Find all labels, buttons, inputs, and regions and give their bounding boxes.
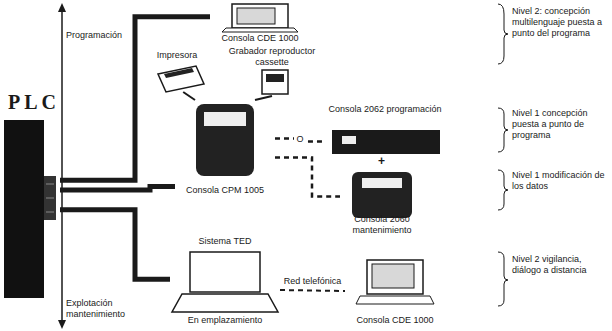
console-device	[196, 104, 254, 176]
axis-arrow	[58, 320, 66, 329]
cable	[275, 158, 340, 197]
bracket	[498, 108, 508, 152]
axis-label: Programación	[66, 30, 146, 41]
cable	[280, 290, 345, 291]
keyboard	[222, 28, 298, 32]
monitor-screen	[237, 8, 275, 24]
console-key	[342, 136, 356, 144]
console-device	[352, 172, 412, 218]
plc-connector-pin	[46, 184, 54, 185]
plc: P L C	[4, 90, 60, 300]
laptop-keyboard	[172, 294, 278, 312]
console-node: Consola CDE 1000	[210, 2, 310, 44]
laptop-screen	[190, 252, 260, 292]
bracket	[498, 252, 508, 306]
console-node: Consola 2062 programación	[325, 104, 445, 156]
cable	[255, 96, 272, 100]
level-note: Nivel 1 modificación de los datos	[512, 170, 608, 192]
printer-node: Impresora	[146, 50, 208, 92]
console-device	[332, 130, 440, 154]
printer-slot	[164, 68, 194, 78]
console-node: Consola CDE 1000	[345, 256, 445, 326]
laptop-node: Sistema TED En emplazamiento	[170, 236, 280, 326]
node-label: Consola CPM 1005	[186, 185, 264, 196]
cable	[60, 17, 210, 181]
monitor	[367, 260, 423, 294]
node-label: P L C	[8, 90, 56, 114]
node-label: Consola CDE 1000	[356, 315, 433, 326]
node-label: En emplazamiento	[188, 315, 263, 326]
cable	[60, 210, 170, 280]
axis-line	[61, 10, 63, 322]
level-note: Nivel 2 vigilancia, diálogo a distancia	[512, 254, 608, 276]
axis-label: Explotación mantenimiento	[66, 298, 136, 320]
bracket	[498, 4, 508, 64]
operator-sign: +	[378, 156, 392, 167]
plc-connector	[44, 176, 56, 220]
keyboard	[356, 296, 434, 304]
console-node: Consola CPM 1005	[175, 100, 275, 196]
plc-body	[4, 120, 44, 298]
plc-connector-pin	[46, 198, 54, 199]
node-label: Consola 2060 mantenimiento	[340, 214, 424, 236]
console-node: Consola 2060 mantenimiento	[340, 170, 424, 236]
edge-label: Red telefónica	[282, 276, 344, 287]
node-label: Sistema TED	[199, 236, 252, 247]
recorder-node: Grabador reproductor cassette	[212, 46, 332, 96]
printer	[158, 66, 204, 92]
level-note: Nivel 1 concepción puesta a punto de pro…	[512, 108, 608, 141]
cassette-recorder	[262, 70, 288, 94]
node-label: Grabador reproductor cassette	[212, 46, 332, 68]
console-panel	[362, 178, 402, 188]
cassette-slot	[266, 74, 284, 82]
monitor-screen	[372, 264, 414, 288]
node-label: Consola CDE 1000	[221, 33, 298, 44]
axis-arrow	[58, 3, 66, 12]
node-label: Consola 2062 programación	[328, 104, 441, 115]
plc-connector-pin	[46, 212, 54, 213]
cable	[183, 92, 195, 100]
console-panel	[204, 112, 246, 126]
monitor	[232, 4, 288, 28]
bracket	[498, 170, 508, 210]
level-note: Nivel 2: concepción multilenguaje puesta…	[512, 6, 608, 39]
edge-label: O	[294, 134, 305, 145]
node-label: Impresora	[157, 50, 198, 61]
cable	[60, 186, 175, 190]
